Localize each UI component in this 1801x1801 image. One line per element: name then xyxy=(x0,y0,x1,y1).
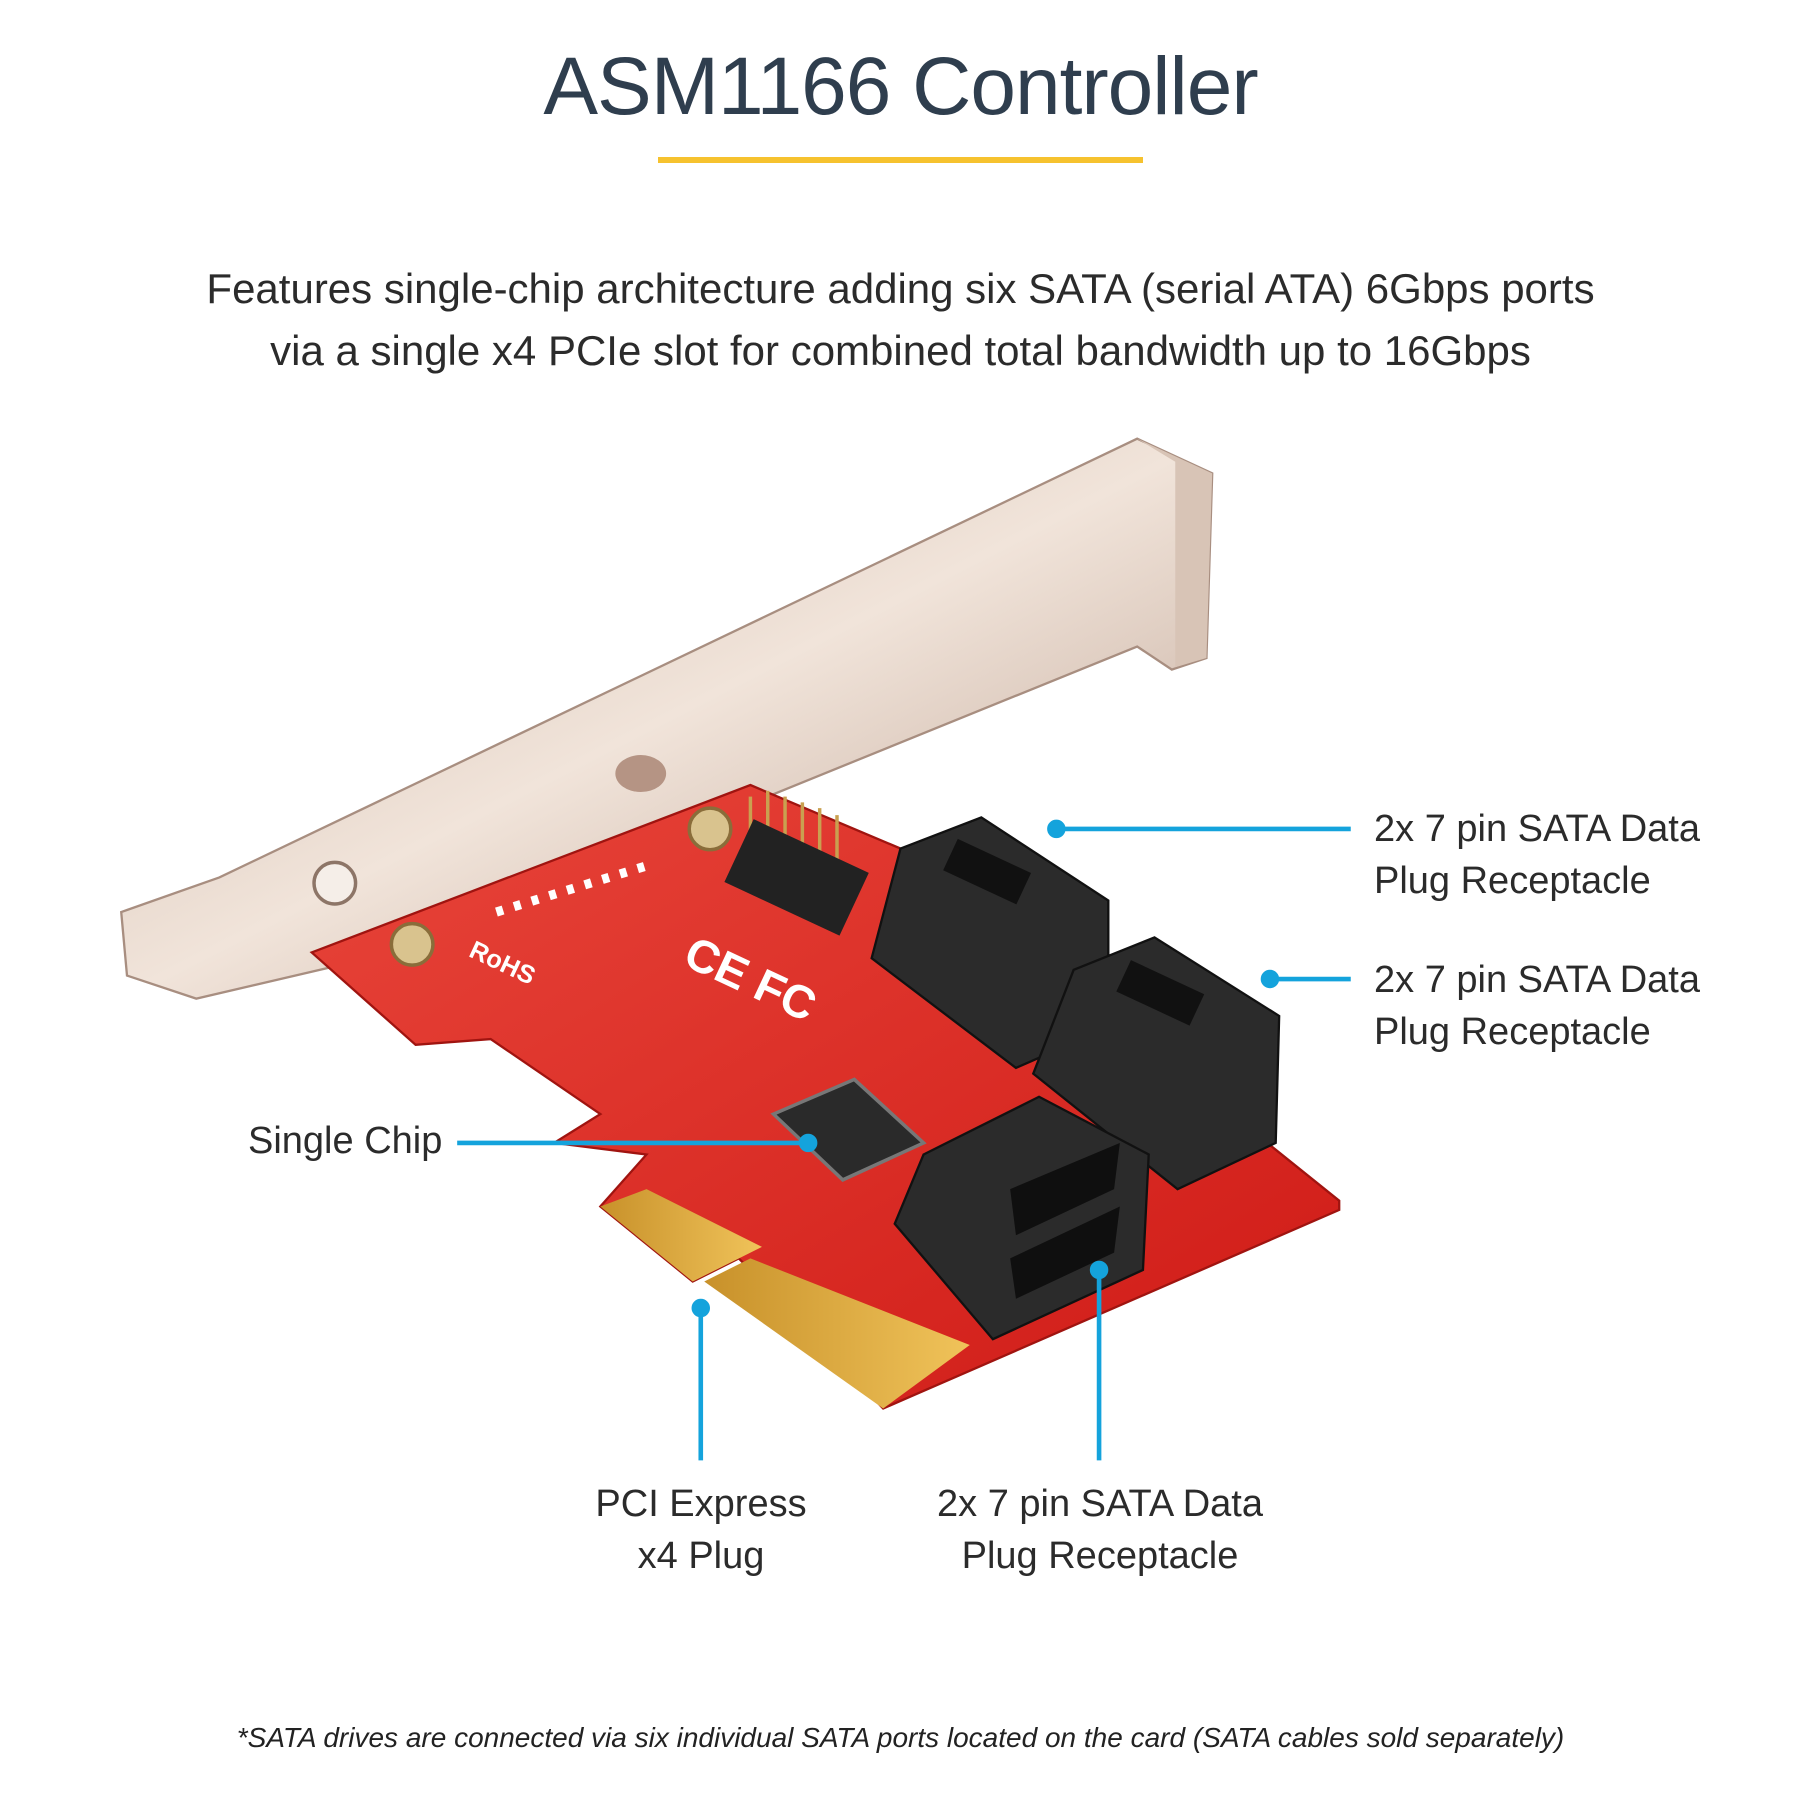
callout-single-chip: Single Chip xyxy=(248,1115,442,1167)
page-title: ASM1166 Controller xyxy=(543,41,1258,132)
callout-line: 2x 7 pin SATA Data xyxy=(1374,959,1700,1001)
subtitle: Features single-chip architecture adding… xyxy=(100,258,1701,382)
callout-sata-bottom: 2x 7 pin SATA Data Plug Receptacle xyxy=(900,1478,1300,1582)
callout-line: Single Chip xyxy=(248,1120,443,1162)
pin-header xyxy=(724,790,869,936)
callout-sata-middle: 2x 7 pin SATA Data Plug Receptacle xyxy=(1374,954,1700,1058)
title-underline xyxy=(658,157,1143,163)
subtitle-line-1: Features single-chip architecture adding… xyxy=(206,265,1595,312)
callout-pcie: PCI Express x4 Plug xyxy=(501,1478,901,1582)
footnote: *SATA drives are connected via six indiv… xyxy=(236,1722,1565,1753)
subtitle-line-2: via a single x4 PCIe slot for combined t… xyxy=(270,327,1531,374)
callout-line: PCI Express xyxy=(595,1483,807,1525)
pcie-gold-fingers xyxy=(600,1189,970,1409)
callout-line: Plug Receptacle xyxy=(1374,1011,1651,1053)
callout-line: Plug Receptacle xyxy=(1374,860,1651,902)
callout-leaders xyxy=(457,819,1351,1461)
callout-line: Plug Receptacle xyxy=(961,1535,1239,1577)
callout-line: x4 Plug xyxy=(637,1535,765,1577)
callout-line: 2x 7 pin SATA Data xyxy=(937,1483,1263,1525)
asm1166-chip xyxy=(770,1077,927,1182)
pci-bracket xyxy=(119,437,1214,1000)
callout-sata-top: 2x 7 pin SATA Data Plug Receptacle xyxy=(1374,803,1700,907)
sata-connectors xyxy=(870,816,1281,1341)
callout-line: 2x 7 pin SATA Data xyxy=(1374,808,1700,850)
